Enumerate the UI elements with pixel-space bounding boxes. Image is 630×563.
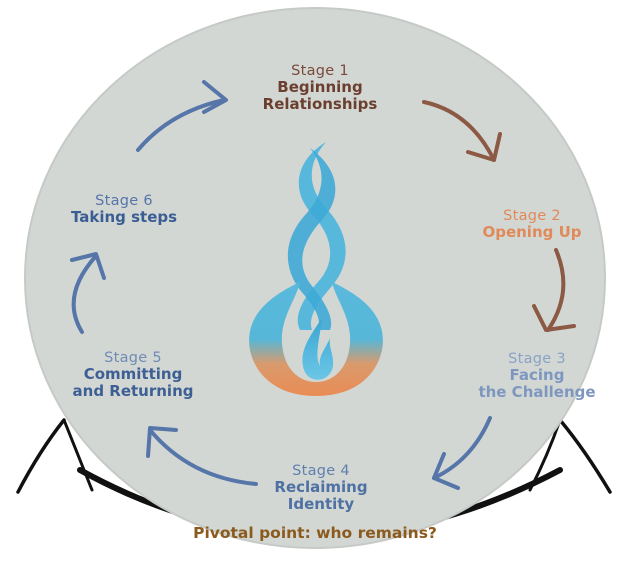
- cycle-arrow-icon: [146, 426, 258, 486]
- stage-1-name-line-1: Beginning: [277, 78, 363, 97]
- stage-2-name-line-1: Opening Up: [482, 223, 582, 242]
- stage-6-number: Stage 6: [95, 193, 153, 209]
- background-circle: [24, 7, 606, 549]
- stage-3-number: Stage 3: [508, 351, 566, 367]
- cycle-arrows: [70, 80, 576, 490]
- stage-1-label: Stage 1 Beginning Relationships: [250, 63, 390, 113]
- stage-4-number: Stage 4: [292, 463, 350, 479]
- cycle-arrow-icon: [422, 100, 502, 162]
- stage-1-name-line-2: Relationships: [262, 95, 378, 114]
- stage-2-number: Stage 2: [503, 208, 561, 224]
- stage-4-label: Stage 4 Reclaiming Identity: [246, 463, 396, 513]
- stage-5-name-line-1: Committing: [83, 365, 183, 384]
- flame-icon: [249, 142, 383, 396]
- pivot-text: Pivotal point: who remains?: [193, 524, 437, 542]
- stage-5-number: Stage 5: [104, 350, 162, 366]
- cycle-arrow-icon: [532, 248, 576, 332]
- stage-1-number: Stage 1: [291, 63, 349, 79]
- stage-5-name-line-2: and Returning: [72, 382, 194, 401]
- stage-5-label: Stage 5 Committing and Returning: [58, 350, 208, 400]
- stage-6-name-line-1: Taking steps: [70, 208, 178, 227]
- cycle-arrow-icon: [70, 252, 106, 334]
- stage-3-name-line-1: Facing: [509, 366, 565, 385]
- stage-6-label: Stage 6 Taking steps: [54, 193, 194, 226]
- cycle-arrow-icon: [136, 80, 228, 152]
- stage-2-label: Stage 2 Opening Up: [462, 208, 602, 241]
- stage-3-name-line-2: the Challenge: [478, 383, 596, 402]
- stage-4-name-line-2: Identity: [287, 495, 355, 514]
- stage-4-name-line-1: Reclaiming: [274, 478, 368, 497]
- cycle-arrow-icon: [432, 416, 492, 490]
- stage-3-label: Stage 3 Facing the Challenge: [462, 351, 612, 401]
